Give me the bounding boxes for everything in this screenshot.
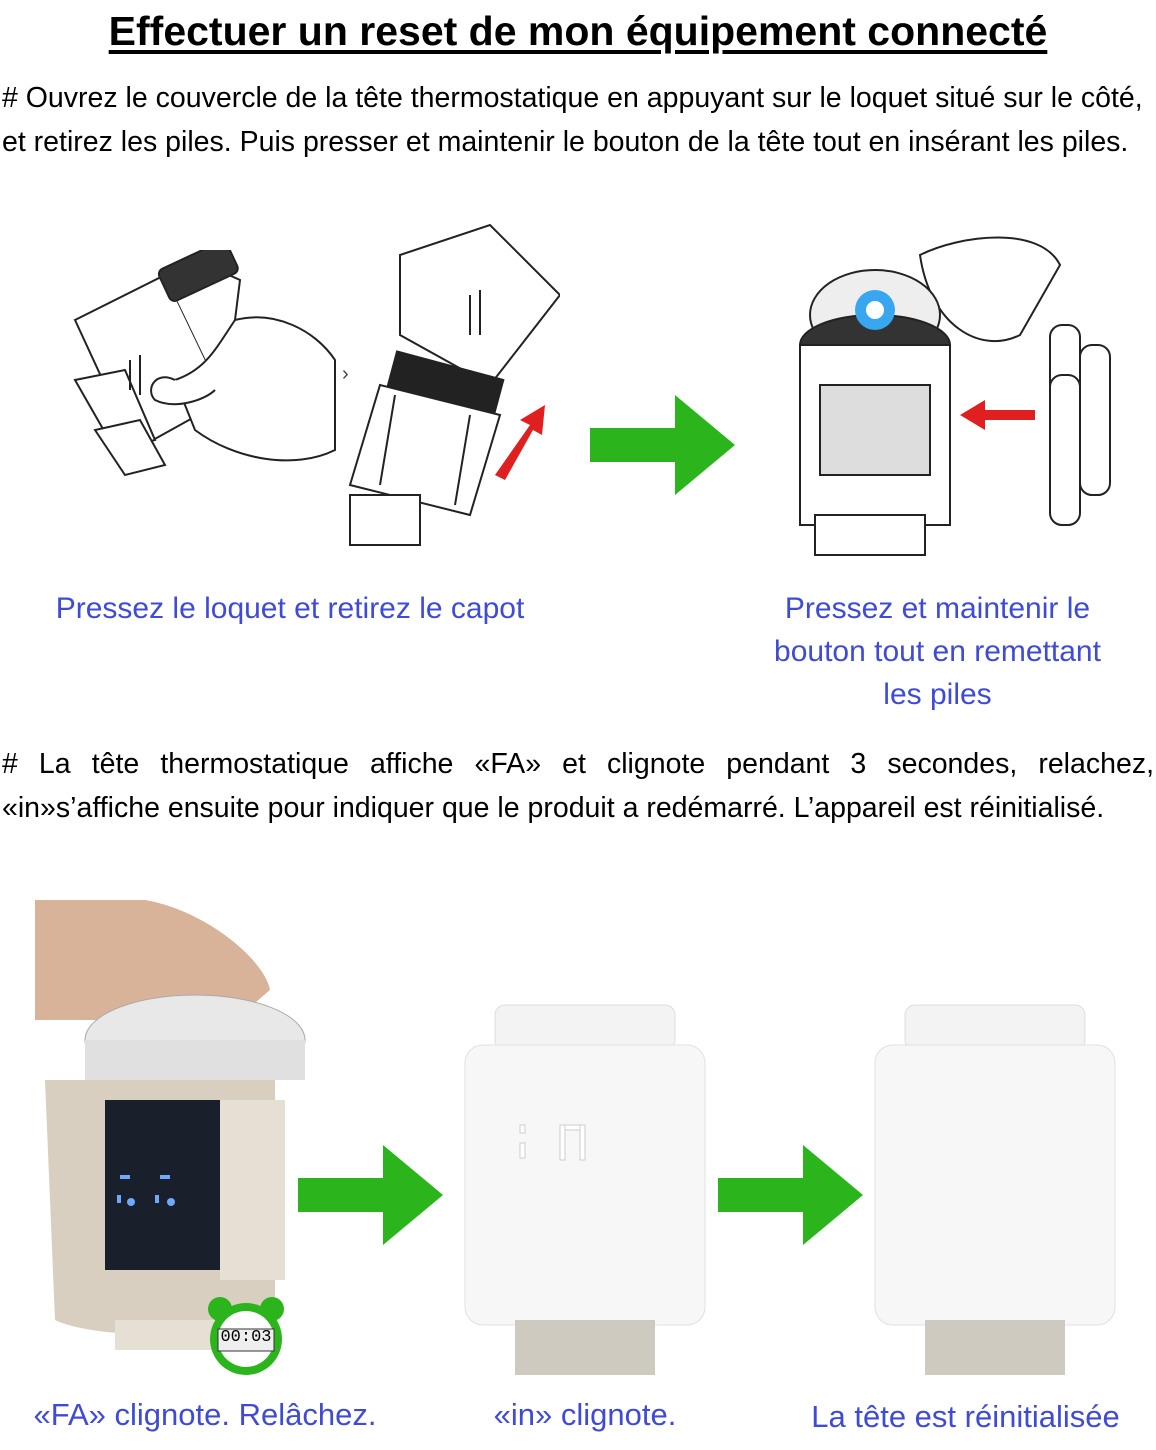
photo-head-displaying-in	[464, 1004, 706, 1375]
intro-paragraph: # Ouvrez le couvercle de la tête thermos…	[2, 82, 1143, 158]
page-title: Effectuer un reset de mon équipement con…	[108, 8, 1048, 54]
caption-top-left: Pressez le loquet et retirez le capot	[55, 592, 525, 625]
illustration-hand-on-head: ›	[73, 250, 349, 477]
photo-head-reset	[874, 1004, 1116, 1375]
arrow-right-icon	[298, 1145, 443, 1245]
arrow-right-icon	[718, 1145, 863, 1245]
svg-text:›: ›	[342, 363, 349, 385]
caption-bottom-middle: «in» clignote.	[493, 1397, 677, 1432]
alarm-clock-icon	[208, 1297, 284, 1375]
illustration-opened-head	[348, 223, 560, 546]
illustration-press-button	[799, 236, 1111, 556]
caption-bottom-left: «FA» clignote. Relâchez.	[33, 1397, 377, 1432]
photo-finger-pressing-head	[35, 900, 306, 1350]
caption-bottom-right: La tête est réinitialisée	[811, 1399, 1120, 1434]
timer-display: 00:03	[220, 1328, 272, 1347]
arrow-right-icon	[590, 395, 735, 495]
second-paragraph: # La tête thermostatique affiche «FA» et…	[2, 748, 1154, 824]
caption-top-right: Pressez et maintenir le bouton tout en r…	[774, 592, 1101, 711]
